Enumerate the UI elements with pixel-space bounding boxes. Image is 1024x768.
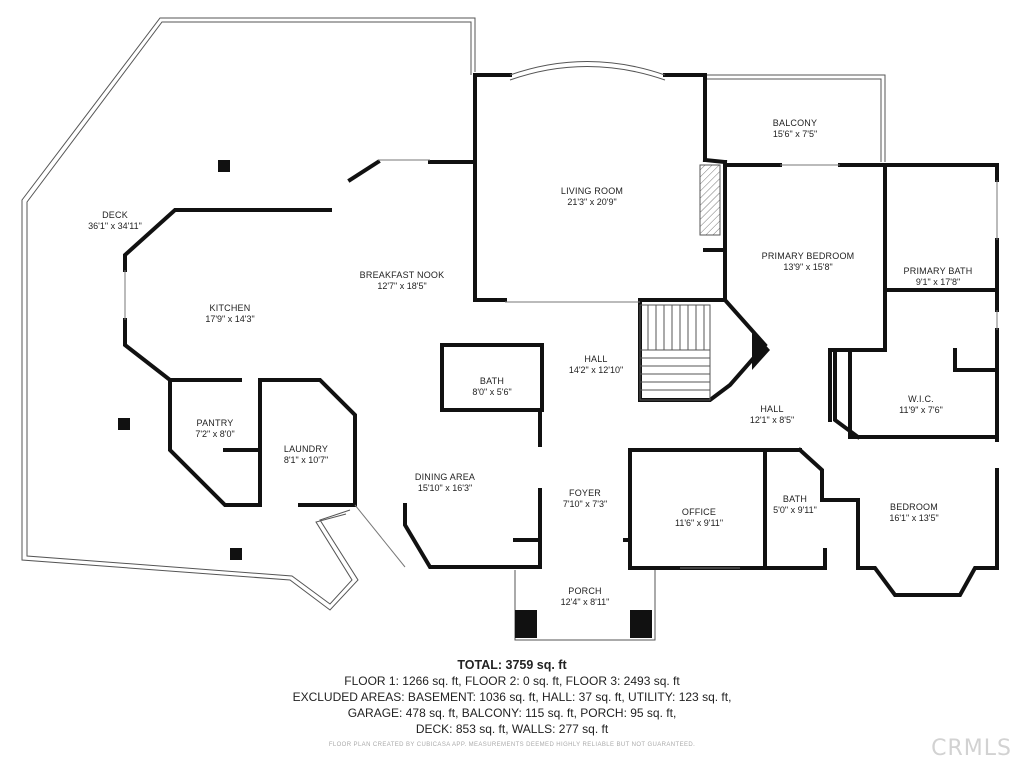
room-dims: 8'1" x 10'7" [283, 455, 329, 465]
room-dims: 11'9" x 7'6" [899, 405, 943, 415]
room-dims: 7'10" x 7'3" [562, 499, 608, 509]
porch-column-left [515, 610, 537, 638]
room-label-office: OFFICE 11'6" x 9'11" [675, 507, 723, 529]
deck-post [118, 418, 130, 430]
room-dims: 11'6" x 9'11" [674, 518, 724, 528]
room-label-porch: PORCH 12'4" x 8'11" [561, 586, 610, 608]
room-dims: 12'4" x 8'11" [560, 597, 610, 607]
room-name: PRIMARY BATH [903, 266, 973, 276]
room-dims: 9'1" x 17'8" [915, 277, 961, 287]
room-dims: 16'1" x 13'5" [889, 513, 939, 523]
room-name: BATH [782, 494, 808, 504]
room-name: W.I.C. [908, 394, 934, 404]
room-dims: 15'6" x 7'5" [772, 129, 818, 139]
room-name: DINING AREA [414, 472, 476, 482]
room-name: BREAKFAST NOOK [359, 270, 445, 280]
room-label-bath-east: BATH 5'0" x 9'11" [773, 494, 817, 516]
room-name: BEDROOM [890, 502, 938, 512]
summary-excluded-end: DECK: 853 sq. ft, WALLS: 277 sq. ft [415, 722, 609, 736]
room-name: HALL [760, 404, 784, 414]
disclaimer: FLOOR PLAN CREATED BY CUBICASA APP. MEAS… [328, 742, 696, 748]
staircase [639, 304, 711, 401]
room-dims: 12'1" x 8'5" [749, 415, 795, 425]
room-label-bath-hall: BATH 8'0" x 5'6" [472, 376, 511, 398]
room-dims: 14'2" x 12'10" [568, 365, 624, 375]
room-dims: 21'3" x 20'9" [567, 197, 617, 207]
total-area: TOTAL: 3759 sq. ft [457, 658, 567, 672]
room-dims: 13'9" x 15'8" [783, 262, 833, 272]
porch-column-right [630, 610, 652, 638]
mls-watermark: CRMLS [931, 736, 1012, 761]
summary-excluded-cont: GARAGE: 478 sq. ft, BALCONY: 115 sq. ft,… [347, 706, 677, 720]
room-name: DECK [102, 210, 128, 220]
deck-post [230, 548, 242, 560]
room-name: FOYER [568, 488, 602, 498]
room-dims: 7'2" x 8'0" [195, 429, 235, 439]
room-label-foyer: FOYER 7'10" x 7'3" [563, 488, 607, 510]
room-dims: 8'0" x 5'6" [472, 387, 512, 397]
area-summary: TOTAL: 3759 sq. ft FLOOR 1: 1266 sq. ft,… [0, 657, 1024, 737]
fireplace-icon [699, 164, 721, 236]
room-label-primary-bedroom: PRIMARY BEDROOM 13'9" x 15'8" [762, 251, 855, 273]
balcony-outline [705, 74, 886, 162]
stair-direction-marker [752, 330, 770, 370]
room-dims: 12'7" x 18'5" [377, 281, 427, 291]
room-label-primary-bath: PRIMARY BATH 9'1" x 17'8" [904, 266, 973, 288]
windows [124, 159, 998, 569]
room-name: BATH [479, 376, 505, 386]
room-name: PANTRY [196, 418, 234, 428]
summary-excluded: EXCLUDED AREAS: BASEMENT: 1036 sq. ft, H… [292, 690, 732, 704]
living-bay-window [509, 61, 666, 81]
room-label-bedroom: BEDROOM 16'1" x 13'5" [889, 502, 938, 524]
summary-floors: FLOOR 1: 1266 sq. ft, FLOOR 2: 0 sq. ft,… [344, 674, 680, 688]
room-name: BALCONY [772, 118, 818, 128]
room-dims: 15'10" x 16'3" [417, 483, 473, 493]
room-name: HALL [584, 354, 608, 364]
room-name: PRIMARY BEDROOM [761, 251, 855, 261]
room-name: KITCHEN [209, 303, 251, 313]
room-name: PORCH [568, 586, 602, 596]
room-label-wic: W.I.C. 11'9" x 7'6" [899, 394, 943, 416]
deck-post [218, 160, 230, 172]
room-label-hall-east: HALL 12'1" x 8'5" [750, 404, 794, 426]
room-dims: 5'0" x 9'11" [773, 505, 817, 515]
room-label-kitchen: KITCHEN 17'9" x 14'3" [205, 303, 254, 325]
porch-outline [514, 570, 656, 641]
room-label-laundry: LAUNDRY 8'1" x 10'7" [284, 444, 328, 466]
room-name: LAUNDRY [283, 444, 329, 454]
room-label-hall-main: HALL 14'2" x 12'10" [569, 354, 623, 376]
room-label-deck: DECK 36'1" x 34'11" [88, 210, 142, 232]
room-label-breakfast-nook: BREAKFAST NOOK 12'7" x 18'5" [360, 270, 445, 292]
deck-outline [21, 17, 476, 611]
walls [123, 73, 999, 597]
room-label-living-room: LIVING ROOM 21'3" x 20'9" [561, 186, 623, 208]
room-name: OFFICE [681, 507, 717, 517]
room-dims: 17'9" x 14'3" [205, 314, 255, 324]
room-label-pantry: PANTRY 7'2" x 8'0" [195, 418, 234, 440]
room-dims: 36'1" x 34'11" [88, 221, 142, 231]
room-label-balcony: BALCONY 15'6" x 7'5" [773, 118, 817, 140]
room-name: LIVING ROOM [560, 186, 624, 196]
room-label-dining-area: DINING AREA 15'10" x 16'3" [415, 472, 475, 494]
floor-plan [21, 17, 999, 641]
